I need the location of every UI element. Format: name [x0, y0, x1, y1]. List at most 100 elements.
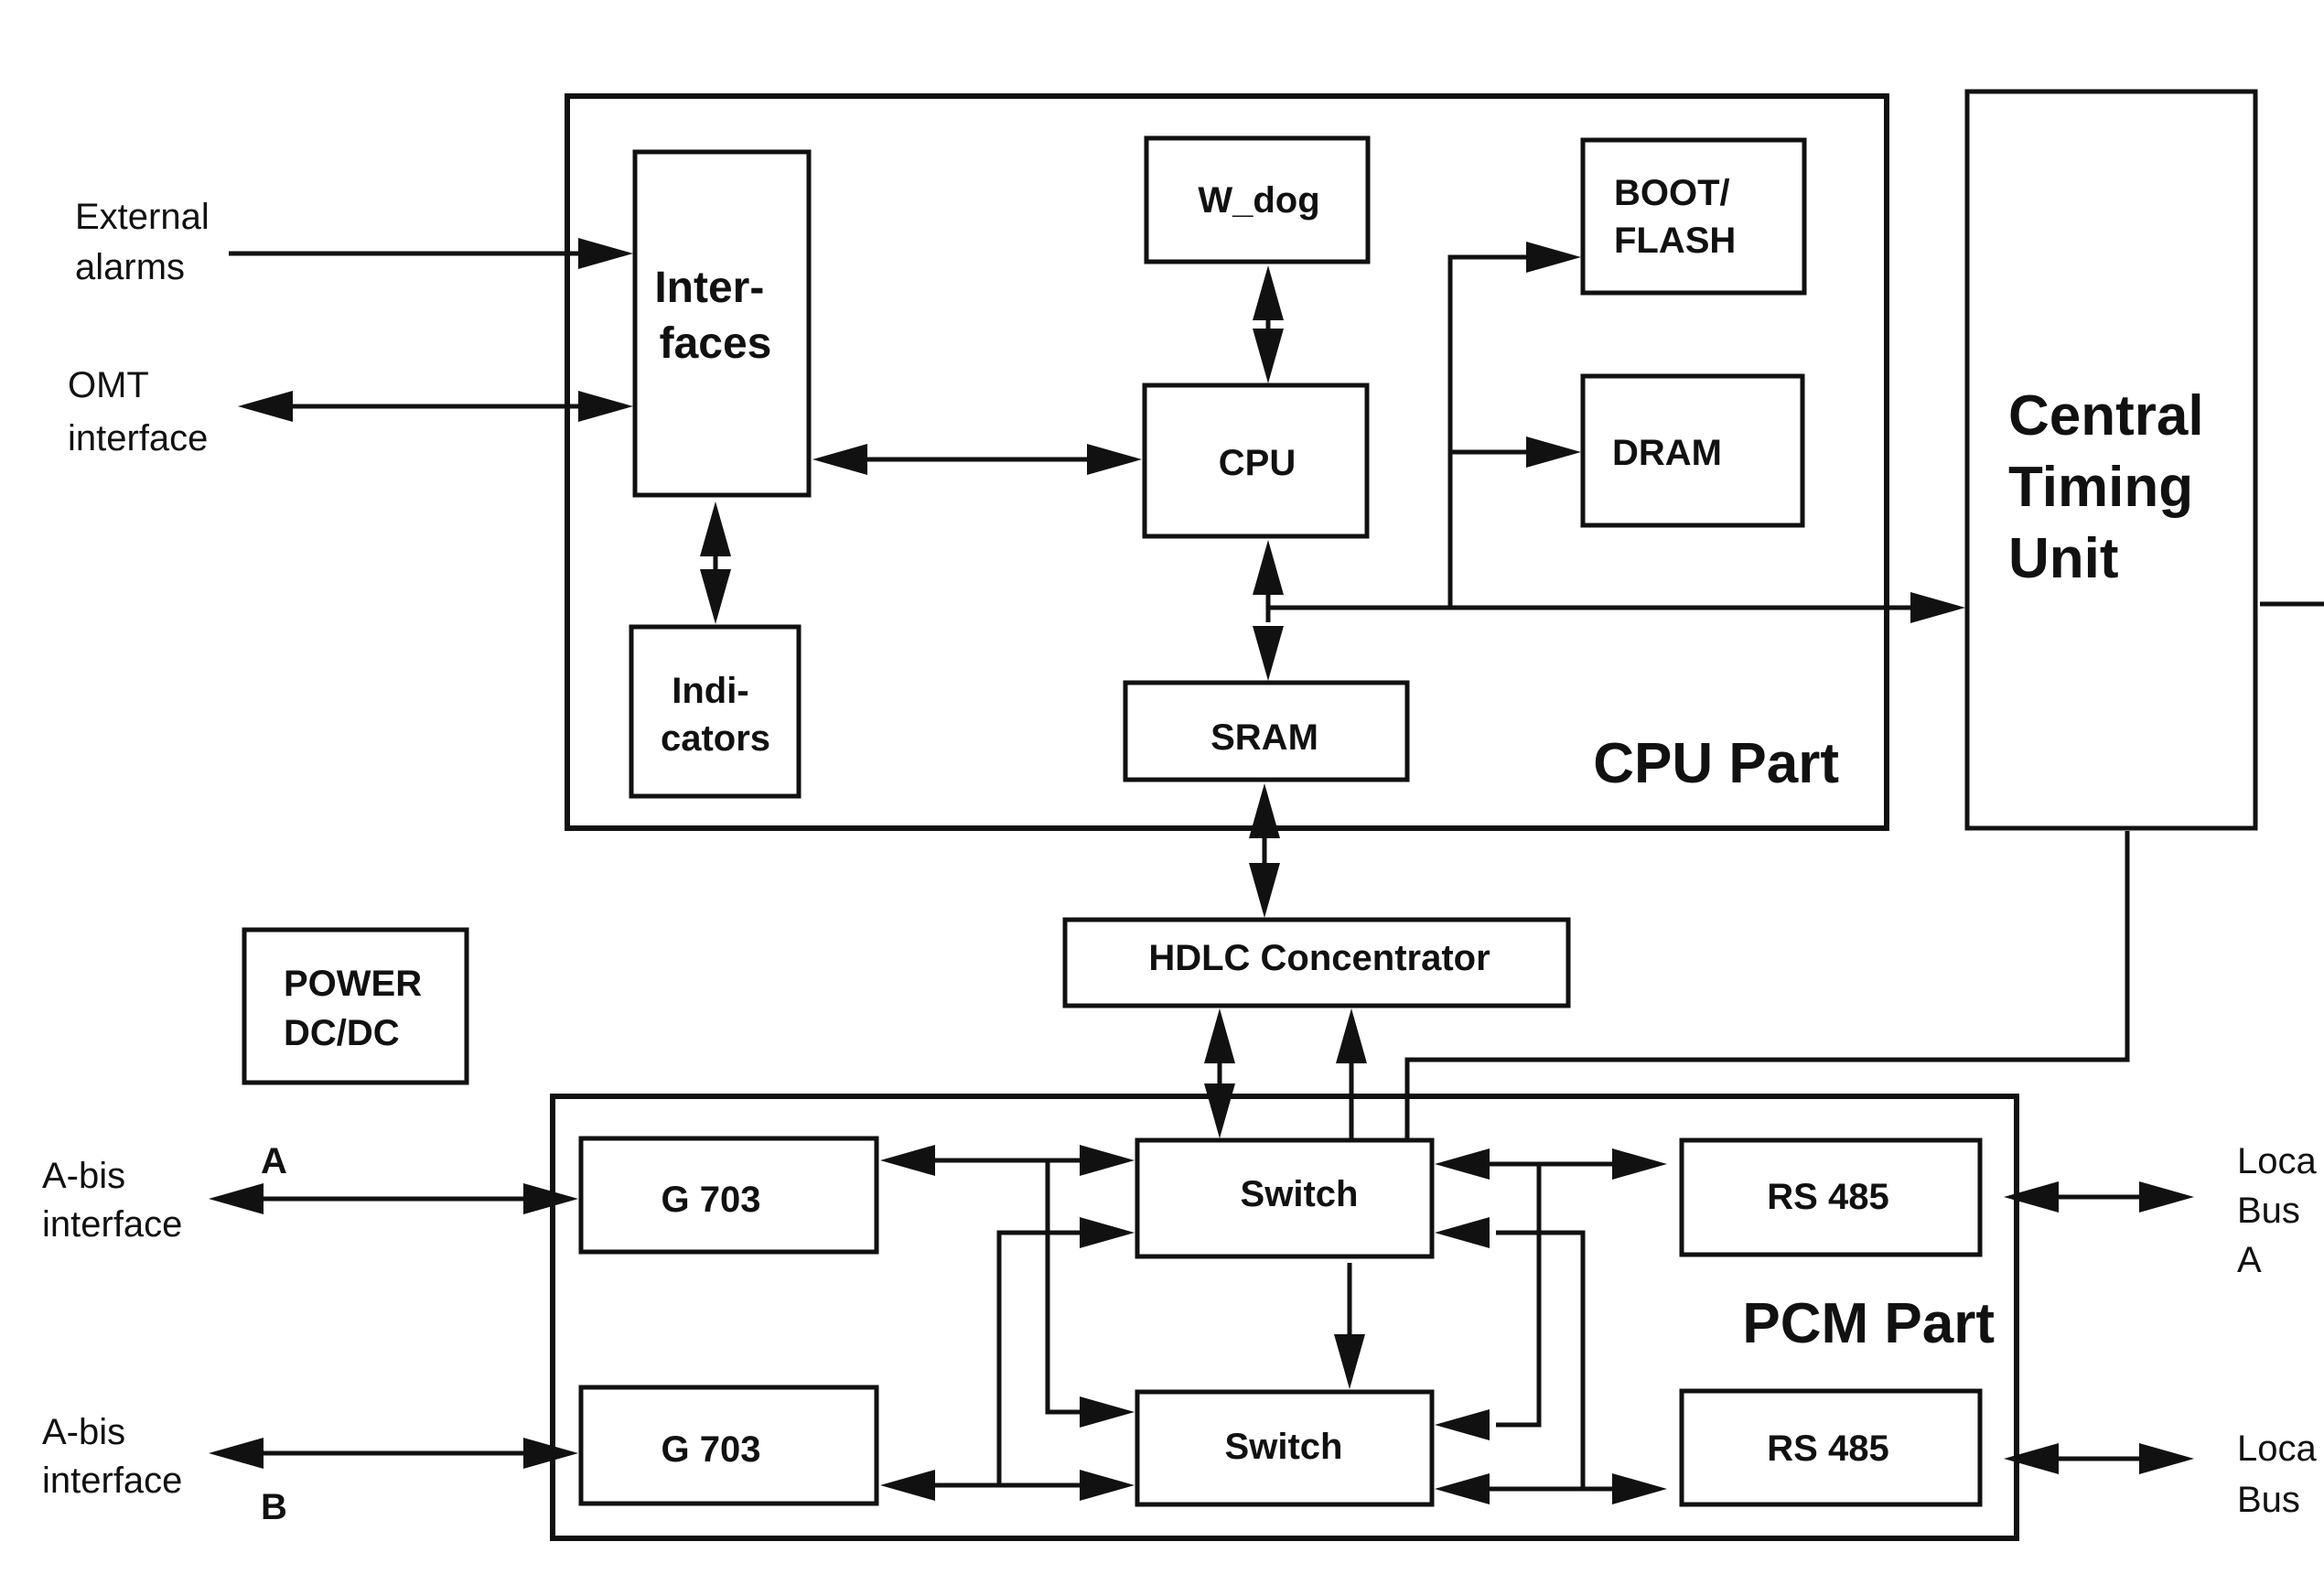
arrowhead [1080, 1145, 1135, 1176]
boot-flash-label-line: BOOT/ [1614, 173, 1730, 213]
arrowhead [209, 1183, 264, 1214]
arrowhead [1435, 1148, 1490, 1180]
pcm-part-title: PCM Part [1742, 1292, 1995, 1355]
abis-b-label-line: interface [42, 1461, 182, 1501]
indicators-label-line: Indi- [672, 671, 748, 711]
local-bus-a-label-line: Loca [2237, 1141, 2317, 1181]
arrowhead [1253, 265, 1284, 320]
central-timing-unit-block: Central Timing Unit [1964, 89, 2258, 831]
local-bus-b-label: Loca Bus [2237, 1428, 2324, 1520]
arrowhead [700, 569, 731, 624]
arrowhead [1080, 1396, 1135, 1428]
arrowhead [1612, 1148, 1667, 1180]
arrowhead [1526, 242, 1581, 273]
rs485-a-block: RS 485 [1679, 1137, 1983, 1257]
arrowhead [523, 1438, 578, 1469]
arrowhead [1334, 1334, 1365, 1389]
abis-a-letter: A [261, 1141, 287, 1181]
arrowhead [880, 1145, 935, 1176]
arrowhead [209, 1438, 264, 1469]
arrowhead [2139, 1181, 2194, 1213]
dram-label: DRAM [1612, 433, 1722, 473]
abis-b-label: A-bis interface [42, 1412, 182, 1501]
omt-interface-label-line: interface [68, 418, 208, 458]
hdlc-concentrator-label: HDLC Concentrator [1148, 938, 1490, 978]
external-alarms-label: External alarms [75, 197, 220, 287]
local-bus-b-label-line: Bus [2237, 1480, 2300, 1520]
indicators-label: Indi- cators [661, 671, 770, 759]
sram-label: SRAM [1210, 717, 1318, 758]
interfaces-block: Inter- faces [632, 149, 812, 498]
boot-flash-block: BOOT/ FLASH [1580, 137, 1807, 296]
arrowhead [578, 391, 633, 422]
arrowhead [812, 444, 867, 475]
g703-a-block: G 703 [578, 1136, 879, 1255]
abis-b-letter: B [261, 1487, 287, 1527]
g703-b-block: G 703 [578, 1385, 879, 1506]
abis-a-label-line: A-bis [42, 1156, 125, 1196]
local-bus-b-label-line: Loca [2237, 1428, 2317, 1469]
arrowhead [1910, 592, 1965, 623]
arrowhead [1435, 1409, 1490, 1440]
power-label: POWER DC/DC [284, 964, 432, 1053]
power-label-line: DC/DC [284, 1013, 400, 1053]
indicators-block: Indi- cators [629, 624, 802, 799]
arrowhead [1080, 1470, 1135, 1501]
switch-b-label: Switch [1225, 1427, 1343, 1467]
cpu-block: CPU [1142, 383, 1370, 539]
interfaces-label-line: Inter- [654, 264, 764, 312]
arrowhead [1435, 1473, 1490, 1504]
boot-flash-label: BOOT/ FLASH [1614, 173, 1740, 261]
arrowhead [1435, 1217, 1490, 1248]
arrowheads [209, 238, 2194, 1504]
pcm-part-frame [550, 1094, 2019, 1541]
arrowhead [2004, 1443, 2059, 1474]
arrowhead [880, 1470, 935, 1501]
arrowhead [1612, 1473, 1667, 1504]
central-timing-unit-label-line: Unit [2008, 527, 2119, 590]
cpu-part-title: CPU Part [1593, 732, 1839, 795]
arrowhead [1253, 329, 1284, 383]
wdog-label: W_dog [1198, 180, 1319, 221]
central-timing-unit-label: Central Timing Unit [2008, 384, 2220, 590]
indicators-label-line: cators [661, 718, 770, 759]
cpu-label: CPU [1219, 443, 1296, 483]
arrowhead [2004, 1181, 2059, 1213]
external-alarms-label-line: External [75, 197, 210, 237]
arrowhead [1526, 437, 1581, 468]
g703-b-label: G 703 [662, 1429, 761, 1470]
abis-a-label: A-bis interface [42, 1156, 182, 1245]
power-block: POWER DC/DC [242, 927, 469, 1085]
arrowhead [2139, 1443, 2194, 1474]
arrowhead [1253, 540, 1284, 595]
omt-interface-label-line: OMT [68, 365, 148, 405]
power-label-line: POWER [284, 964, 422, 1004]
arrowhead [1204, 1008, 1235, 1063]
arrowhead [523, 1183, 578, 1214]
arrowhead [1249, 783, 1280, 838]
central-timing-unit-label-line: Timing [2008, 456, 2193, 519]
abis-a-label-line: interface [42, 1204, 182, 1245]
switch-a-label: Switch [1241, 1174, 1359, 1214]
interfaces-label: Inter- faces [654, 264, 776, 368]
connection-lines [229, 251, 2324, 1492]
hdlc-concentrator-block: HDLC Concentrator [1062, 917, 1571, 1008]
external-alarms-label-line: alarms [75, 247, 185, 287]
arrowhead [1080, 1217, 1135, 1248]
rs485-b-label: RS 485 [1767, 1428, 1888, 1469]
abis-b-label-line: A-bis [42, 1412, 125, 1452]
local-bus-a-label-line: Bus [2237, 1191, 2300, 1231]
dram-block: DRAM [1580, 373, 1805, 528]
arrowhead [578, 238, 633, 269]
cpu-part-frame [565, 93, 1889, 831]
arrowhead [1087, 444, 1142, 475]
arrowhead [1249, 863, 1280, 918]
arrowhead [1253, 626, 1284, 681]
sram-block: SRAM [1123, 680, 1410, 782]
local-bus-a-label-line: A [2237, 1240, 2262, 1280]
rs485-a-label: RS 485 [1767, 1177, 1888, 1217]
switch-b-block: Switch [1135, 1389, 1435, 1507]
rs485-b-block: RS 485 [1679, 1388, 1983, 1507]
arrowhead [700, 501, 731, 556]
